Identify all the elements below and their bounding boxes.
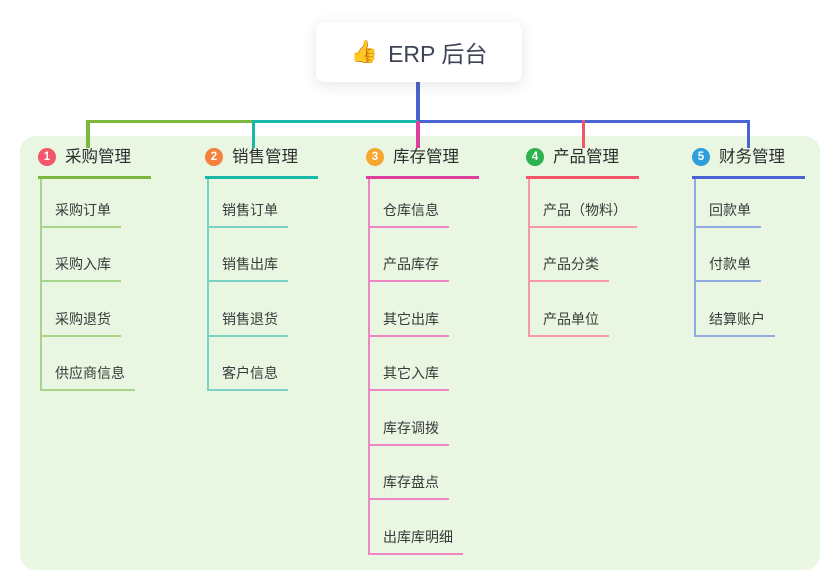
child-node[interactable]: 客户信息 xyxy=(209,337,288,391)
bus-connector-left xyxy=(86,119,253,123)
child-node-label: 库存盘点 xyxy=(383,474,439,490)
child-node-label: 产品（物料） xyxy=(543,201,627,218)
branch-column-finance: 5 财务管理 回款单付款单结算账户 xyxy=(692,147,805,337)
child-node-label: 回款单 xyxy=(709,201,751,218)
children-list: 回款单付款单结算账户 xyxy=(694,179,805,337)
branch-header-sales[interactable]: 2 销售管理 xyxy=(205,147,318,179)
branch-drop-line-2 xyxy=(251,119,255,148)
branch-drop-line-5 xyxy=(746,119,750,148)
branch-column-product: 4 产品管理 产品（物料） 产品分类产品单位 xyxy=(526,147,639,337)
branch-header-finance[interactable]: 5 财务管理 xyxy=(692,147,805,179)
child-node-label: 采购退货 xyxy=(55,310,111,327)
child-node[interactable]: 其它入库 xyxy=(370,337,449,391)
bus-connector-mid xyxy=(253,119,418,123)
children-list: 仓库信息产品库存其它出库其它入库库存调拨库存盘点出库库明细 xyxy=(368,179,479,555)
branch-number-badge: 3 xyxy=(366,148,384,166)
child-node[interactable]: 销售退货 xyxy=(209,282,288,337)
child-node[interactable]: 回款单 xyxy=(696,179,761,228)
child-node-label: 其它入库 xyxy=(383,365,439,381)
mindmap-background-panel xyxy=(20,136,820,570)
child-node-label: 客户信息 xyxy=(222,365,278,381)
branch-header-product[interactable]: 4 产品管理 xyxy=(526,147,639,179)
child-node-label: 库存调拨 xyxy=(383,419,439,436)
branch-number-badge: 4 xyxy=(526,148,544,166)
child-node[interactable]: 付款单 xyxy=(696,228,761,282)
child-node-label: 产品单位 xyxy=(543,310,599,327)
root-node[interactable]: 👍 ERP 后台 xyxy=(316,22,522,82)
child-node-label: 供应商信息 xyxy=(55,365,125,381)
child-node[interactable]: 出库库明细 xyxy=(370,500,463,555)
branch-header-inventory[interactable]: 3 库存管理 xyxy=(366,147,479,179)
child-node[interactable]: 产品（物料） xyxy=(530,179,637,228)
child-node[interactable]: 销售出库 xyxy=(209,228,288,282)
thumbs-up-icon: 👍 xyxy=(350,39,379,64)
child-node-label: 采购入库 xyxy=(55,256,111,272)
branch-number-badge: 2 xyxy=(205,148,223,166)
branch-label: 产品管理 xyxy=(553,148,619,166)
children-list: 采购订单采购入库采购退货供应商信息 xyxy=(40,179,151,391)
child-node[interactable]: 采购订单 xyxy=(42,179,121,228)
child-node-label: 其它出库 xyxy=(383,310,439,327)
child-node[interactable]: 销售订单 xyxy=(209,179,288,228)
child-node-label: 采购订单 xyxy=(55,201,111,218)
branch-column-inventory: 3 库存管理 仓库信息产品库存其它出库其它入库库存调拨库存盘点出库库明细 xyxy=(366,147,479,555)
branch-column-sales: 2 销售管理 销售订单销售出库销售退货客户信息 xyxy=(205,147,318,391)
branch-drop-line-3 xyxy=(416,121,420,148)
child-node[interactable]: 供应商信息 xyxy=(42,337,135,391)
branch-label: 销售管理 xyxy=(232,148,298,166)
branch-label: 库存管理 xyxy=(393,148,459,166)
branch-column-purchase: 1 采购管理 采购订单采购入库采购退货供应商信息 xyxy=(38,147,151,391)
branch-drop-line-1 xyxy=(86,119,90,148)
child-node[interactable]: 采购退货 xyxy=(42,282,121,337)
branch-drop-line-4 xyxy=(581,119,585,148)
child-node-label: 仓库信息 xyxy=(383,201,439,218)
root-stem-connector xyxy=(416,82,420,123)
children-list: 产品（物料） 产品分类产品单位 xyxy=(528,179,639,337)
child-node[interactable]: 产品库存 xyxy=(370,228,449,282)
child-node-label: 出库库明细 xyxy=(383,528,453,545)
child-node[interactable]: 其它出库 xyxy=(370,282,449,337)
child-node[interactable]: 库存盘点 xyxy=(370,446,449,500)
children-list: 销售订单销售出库销售退货客户信息 xyxy=(207,179,318,391)
child-node-label: 产品分类 xyxy=(543,256,599,272)
child-node-label: 销售出库 xyxy=(222,256,278,272)
child-node-label: 付款单 xyxy=(709,256,751,272)
branch-label: 财务管理 xyxy=(719,148,785,166)
child-node[interactable]: 产品分类 xyxy=(530,228,609,282)
child-node[interactable]: 采购入库 xyxy=(42,228,121,282)
branch-header-purchase[interactable]: 1 采购管理 xyxy=(38,147,151,179)
child-node-label: 销售订单 xyxy=(222,201,278,218)
child-node[interactable]: 库存调拨 xyxy=(370,391,449,446)
child-node[interactable]: 结算账户 xyxy=(696,282,775,337)
root-node-label: ERP 后台 xyxy=(388,41,488,67)
child-node-label: 销售退货 xyxy=(222,310,278,327)
branch-number-badge: 5 xyxy=(692,148,710,166)
child-node-label: 产品库存 xyxy=(383,256,439,272)
child-node[interactable]: 产品单位 xyxy=(530,282,609,337)
child-node[interactable]: 仓库信息 xyxy=(370,179,449,228)
child-node-label: 结算账户 xyxy=(709,310,765,327)
branch-label: 采购管理 xyxy=(65,148,131,166)
branch-number-badge: 1 xyxy=(38,148,56,166)
